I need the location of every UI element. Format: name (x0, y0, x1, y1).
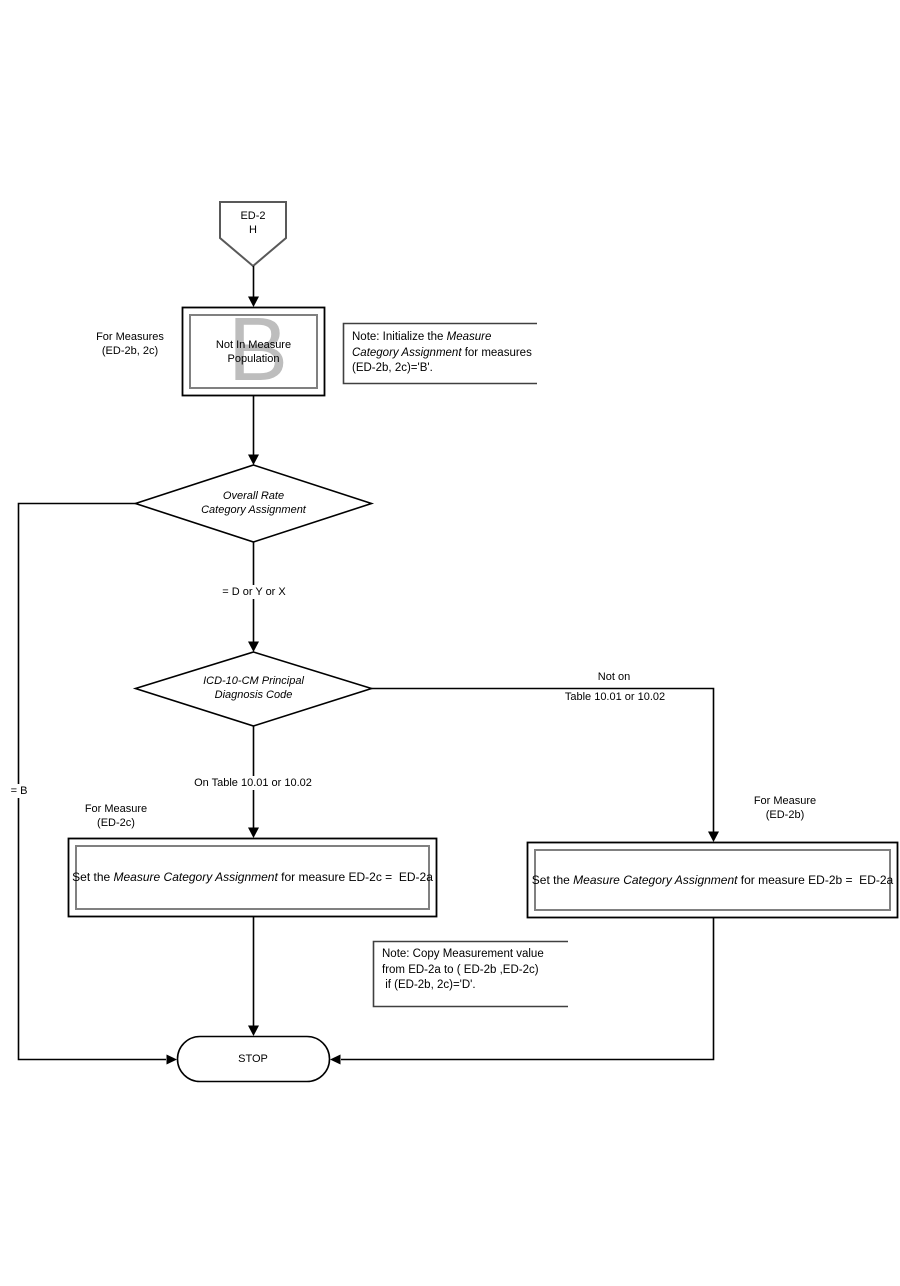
overall-rate-diamond-label: Overall Rate Category Assignment (153, 489, 354, 517)
watermark-b-text: B (227, 300, 289, 400)
offpage-connector-label: ED-2 H (220, 209, 286, 237)
startbox-line2-text: Population (227, 352, 280, 365)
connector-sub-text: H (249, 224, 257, 236)
note-initialize-part1-text: Note: Initialize the (352, 331, 447, 343)
edge-label-eq-b: = B (7, 784, 31, 798)
arrowhead-into-ed2b-box (708, 831, 719, 842)
for-measure-2c-text: For Measure (84, 803, 148, 815)
ed2c-box-outer-shape (67, 837, 438, 918)
diagnosis-code-text: Diagnosis Code (214, 689, 293, 701)
ed2b-box-outer-shape (526, 841, 899, 919)
connector-id-text: ED-2 (240, 210, 266, 222)
for-measure-2b-text: For Measure (753, 795, 817, 807)
arrowhead-into-icd-diamond (248, 641, 259, 652)
arrowhead-into-stop-top (248, 1025, 259, 1036)
note-initialize-part2-text: for measures (ED-2b, 2c)='B'. (352, 346, 532, 375)
ed2c-code-text: (ED-2c) (97, 817, 135, 829)
startbox-line1-text: Not In Measure (215, 338, 292, 351)
edge-label-on-table: On Table 10.01 or 10.02 (191, 776, 315, 790)
edge-eq-b-branch (17, 502, 166, 1061)
overall-rate-text: Overall Rate (222, 490, 285, 502)
ed2c-part1-text: Set the (72, 870, 114, 884)
note-copy-line1-text: Note: Copy Measurement value (382, 948, 544, 960)
startbox-watermark-letter: B (183, 305, 333, 395)
ed2c-side-label: For Measure (ED-2c) (85, 802, 147, 830)
offpage-connector-shape (219, 201, 287, 268)
edge-label-d-y-x: = D or Y or X (219, 585, 289, 599)
ed2b-part1-text: Set the (531, 872, 574, 887)
note-copy-outline (372, 940, 568, 1008)
icd-principal-text: ICD-10-CM Principal (203, 675, 304, 687)
edge-label-not-on-table: Table 10.01 or 10.02 (564, 691, 666, 703)
startbox-inner-shape (189, 314, 318, 389)
arrowhead-into-stop-left (166, 1054, 177, 1065)
stop-terminator-label: STOP (238, 1052, 268, 1065)
note-initialize: Note: Initialize the Measure Category As… (352, 330, 536, 377)
ed2c-box-inner-shape (75, 845, 430, 910)
stop-terminator-shape (176, 1035, 331, 1083)
arrowhead-into-stop-right (330, 1054, 341, 1065)
arrowhead-into-startbox (248, 296, 259, 307)
icd-diamond-label: ICD-10-CM Principal Diagnosis Code (153, 674, 354, 702)
for-measures-codes-text: (ED-2b, 2c) (101, 345, 159, 357)
ed2c-part2-text: for measure ED-2c = ED-2a (277, 870, 433, 884)
note-copy-line3-text: if (ED-2b, 2c)='D'. (382, 979, 476, 991)
ed2c-box-label: Set the Measure Category Assignment for … (72, 846, 433, 909)
startbox-label: Not In Measure Population (190, 315, 317, 388)
edge-ed2b-to-stop (341, 917, 715, 1061)
ed2c-italic-text: Measure Category Assignment (113, 870, 278, 884)
edge-label-not-on: Not on (597, 671, 631, 683)
note-copy-line2-text: from ED-2a to ( ED-2b ,ED-2c) (382, 963, 539, 976)
for-measures-text: For Measures (96, 331, 164, 343)
ed2b-side-label: For Measure (ED-2b) (754, 794, 816, 822)
ed2b-code-text: (ED-2b) (765, 809, 805, 821)
arrowhead-into-ed2c-box (248, 827, 259, 838)
startbox-side-label: For Measures (ED-2b, 2c) (80, 330, 180, 358)
edge-not-on-table-branch (371, 687, 715, 832)
ed2b-italic-text: Measure Category Assignment (573, 872, 738, 887)
note-initialize-outline (342, 322, 537, 385)
note-copy: Note: Copy Measurement value from ED-2a … (382, 947, 562, 994)
ed2b-box-inner-shape (534, 849, 891, 911)
startbox-outer-shape (181, 306, 326, 397)
arrowhead-into-overall-diamond (248, 454, 259, 465)
ed2b-box-label: Set the Measure Category Assignment for … (531, 850, 894, 910)
note-initialize-italic-text: Measure Category Assignment (352, 331, 492, 359)
ed2b-part2-text: for measure ED-2b = ED-2a (737, 872, 894, 887)
category-assignment-text: Category Assignment (201, 504, 306, 516)
